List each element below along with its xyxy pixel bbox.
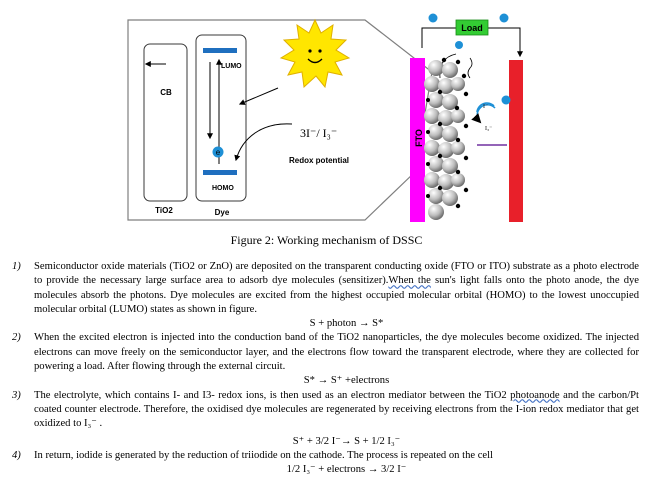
homo-electron-symbol: e xyxy=(216,148,221,157)
step-text: The electrolyte, which contains I- and I… xyxy=(34,389,511,401)
tio2-band xyxy=(143,43,188,202)
circuit-electron-right-icon xyxy=(499,13,509,23)
load-label: Load xyxy=(461,23,483,33)
lumo-bar xyxy=(203,48,237,53)
counter-electrode xyxy=(509,60,523,222)
callout-frame xyxy=(127,19,433,221)
step-number: 2) xyxy=(12,332,21,344)
step-equation: S⁺ + 3/2 I⁻→ S + 1/2 I₃⁻ xyxy=(292,435,401,447)
step-4: 4) In return, iodide is generated by the… xyxy=(0,449,653,478)
step-number: 1) xyxy=(12,261,21,272)
cb-label: CB xyxy=(160,88,172,97)
step-text: Semiconductor oxide materials (TiO2 or Z… xyxy=(34,261,639,287)
redox-formula: 3I⁻/ I₃⁻ xyxy=(300,126,337,140)
step-2: 2) When the excited electron is injected… xyxy=(0,331,653,388)
dye-band xyxy=(195,34,247,202)
step-3: 3) The electrolyte, which contains I- an… xyxy=(0,389,653,449)
counter-electron-icon xyxy=(501,95,511,105)
step-text-cont: sun's light falls onto the photo anode, … xyxy=(34,275,640,315)
dssc-diagram: e CB TiO2 Dye LUMO HOMO 3I⁻/ I₃⁻ Redox p… xyxy=(0,0,653,232)
lumo-label: LUMO xyxy=(221,63,242,70)
external-circuit xyxy=(421,27,523,58)
step-equation: 1/2 I₃⁻ + electrons → 3/2 I⁻ xyxy=(286,464,407,476)
step-text: In return, iodide is generated by the re… xyxy=(34,449,494,461)
diagram-svg: e CB TiO2 Dye LUMO HOMO 3I⁻/ I₃⁻ Redox p… xyxy=(127,13,523,222)
step-text-flagged: When the xyxy=(388,275,431,287)
fto-electrode xyxy=(410,58,425,222)
step-number: 3) xyxy=(12,389,21,401)
redox-cycle-icon xyxy=(471,102,496,124)
homo-bar xyxy=(203,170,237,175)
regeneration-arrow xyxy=(234,123,293,162)
mechanism-steps: 1) Semiconductor oxide materials (TiO2 o… xyxy=(0,260,653,477)
sun-icon xyxy=(279,18,351,89)
step-text-cont: and the carbon/Pt coated counter electro… xyxy=(34,389,639,430)
i-minus-label: I⁻ xyxy=(483,104,488,110)
homo-label: HOMO xyxy=(212,185,234,192)
tio2-nanoparticles xyxy=(424,60,465,220)
photoexcitation-squiggle xyxy=(467,57,473,79)
step-equation: S* → S⁺ +electrons xyxy=(303,375,390,387)
dye-label: Dye xyxy=(215,208,230,217)
step-text: When the excited electron is injected in… xyxy=(34,332,639,373)
step-1: 1) Semiconductor oxide materials (TiO2 o… xyxy=(0,260,653,331)
step-number: 4) xyxy=(12,449,21,461)
photon-arrow xyxy=(238,87,279,105)
step-text-flagged: photoanode xyxy=(510,389,560,401)
step-equation: S + photon → S* xyxy=(309,318,384,330)
redox-potential-label: Redox potential xyxy=(289,156,349,165)
circuit-electron-left-icon xyxy=(428,13,438,23)
homo-electron-icon xyxy=(212,146,224,158)
fto-label: FTO xyxy=(414,129,424,147)
tio2-label: TiO2 xyxy=(155,206,173,215)
i3-minus-label: I₃⁻ xyxy=(485,126,492,132)
injected-electron-icon xyxy=(455,41,463,49)
load-box xyxy=(455,19,489,36)
figure-caption: Figure 2: Working mechanism of DSSC xyxy=(230,233,423,247)
dye-molecules xyxy=(426,57,469,209)
